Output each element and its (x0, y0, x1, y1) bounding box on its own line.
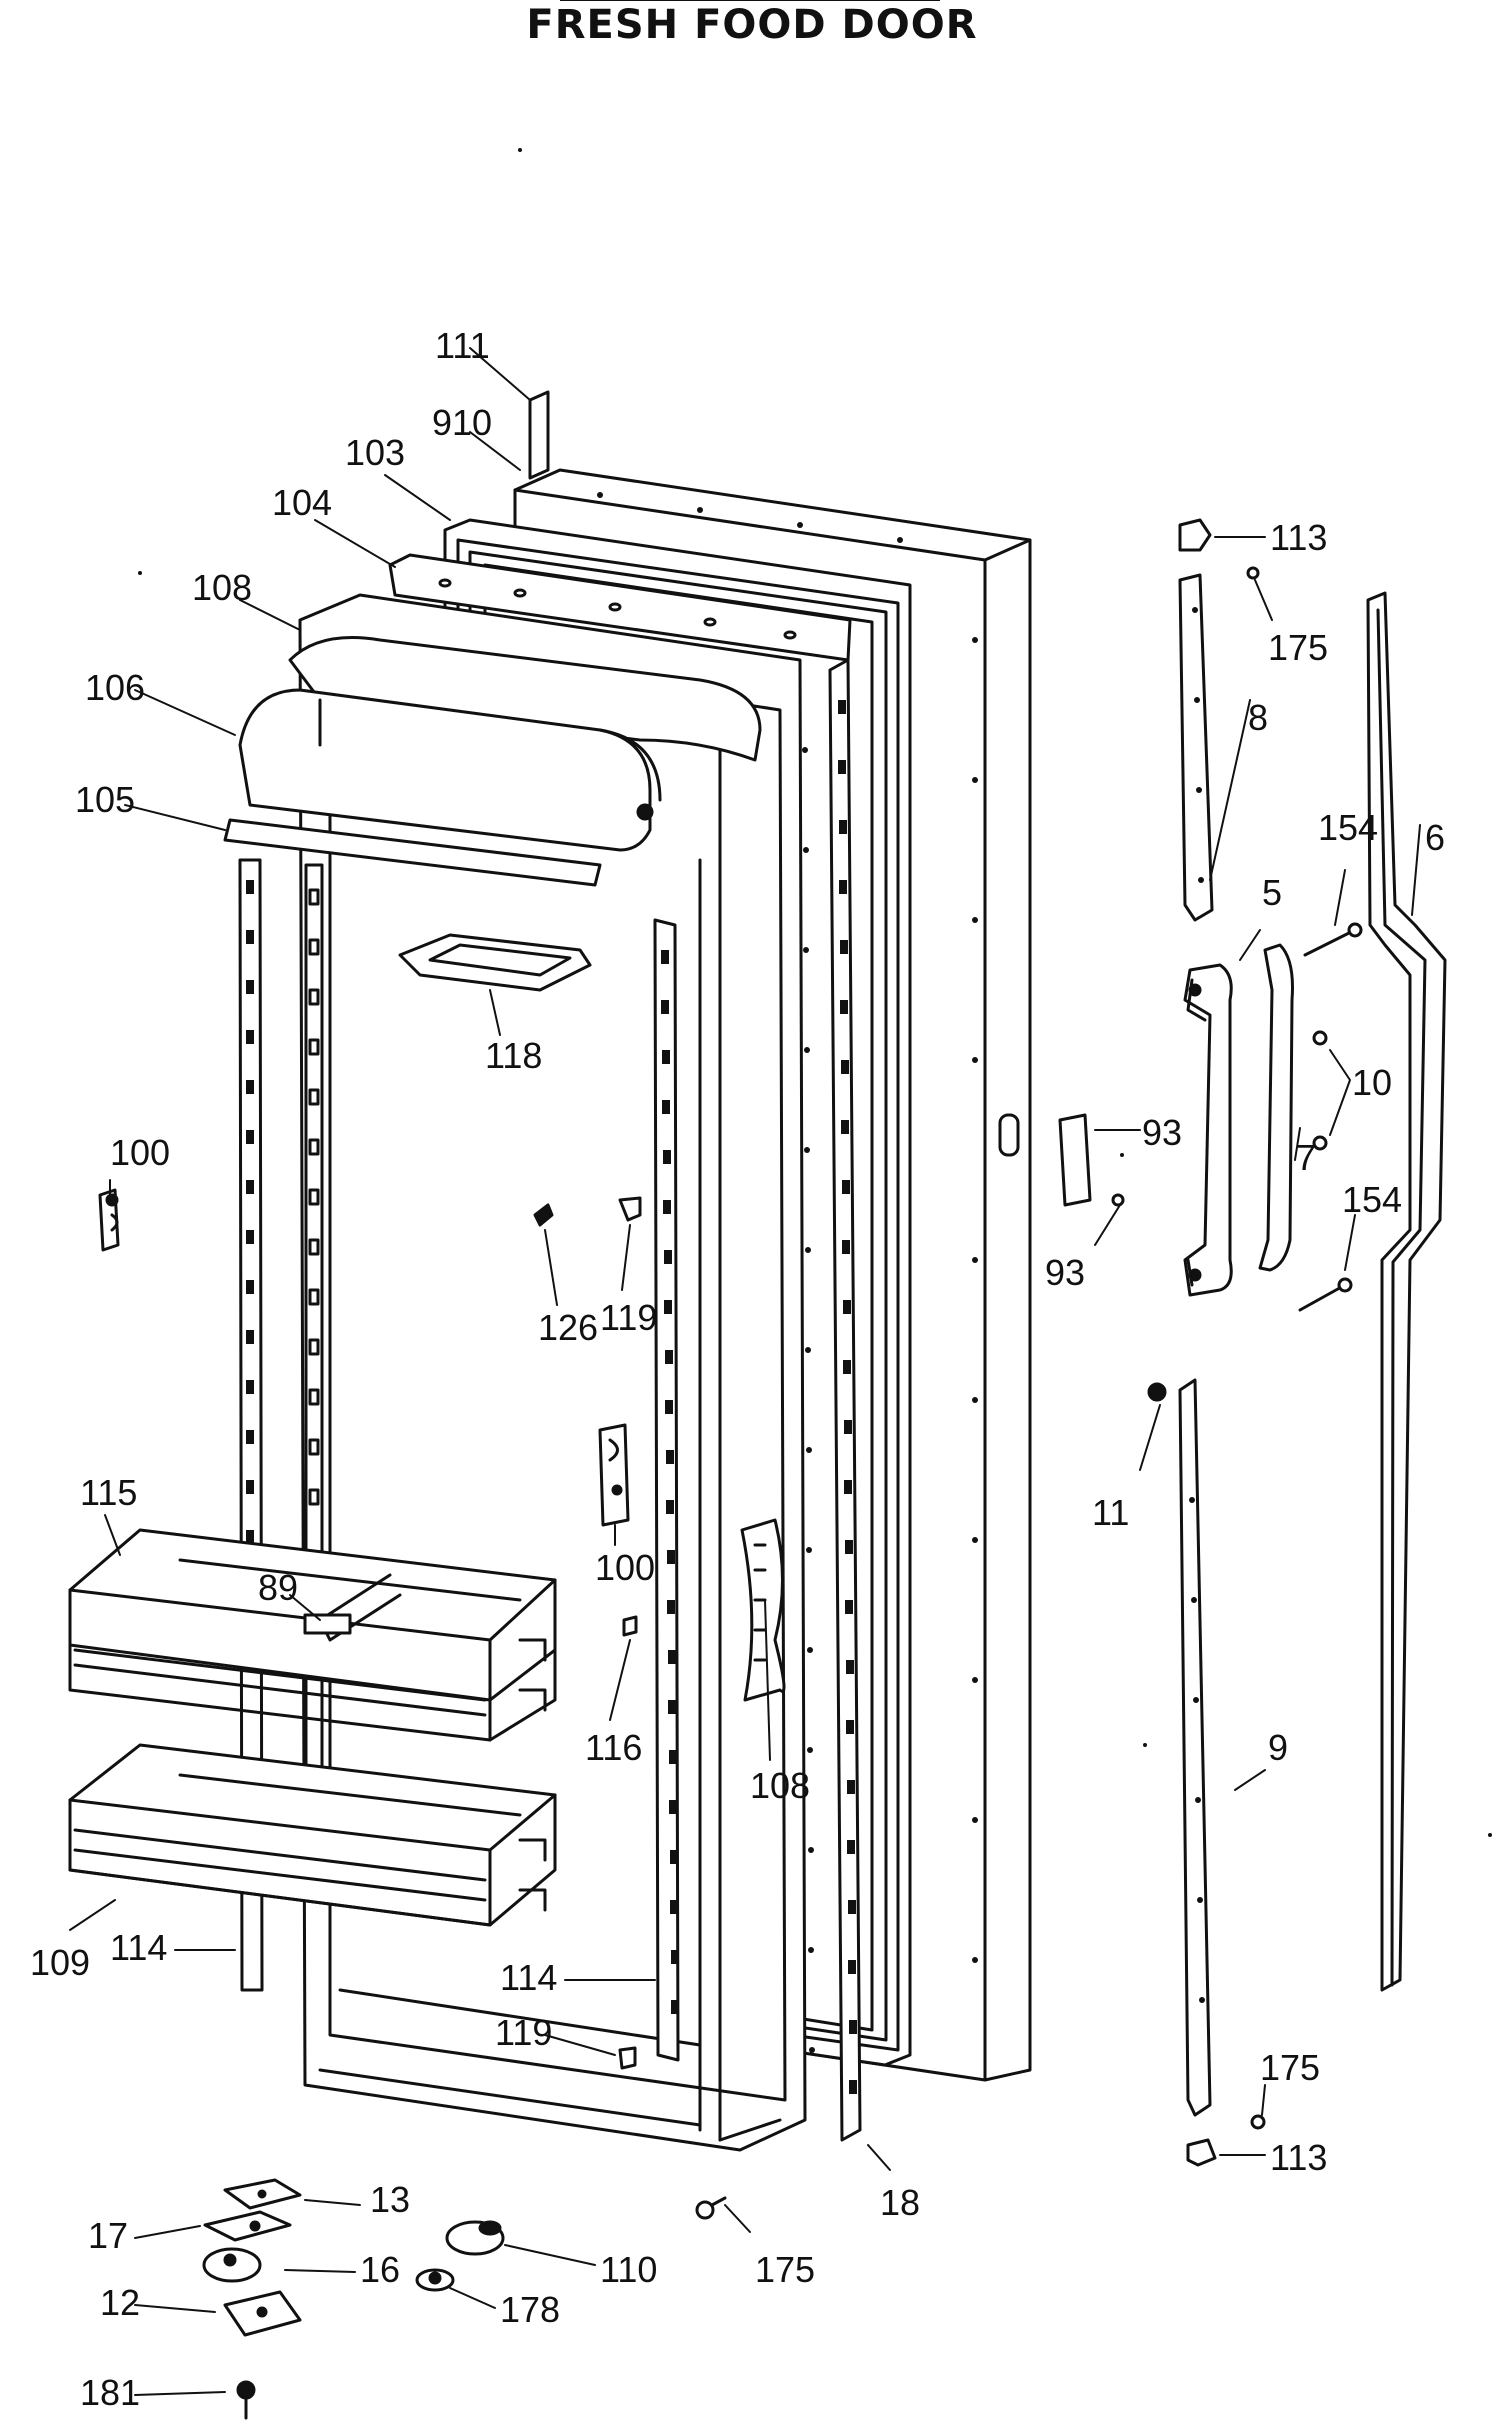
clip-126 (533, 1203, 554, 1227)
clip-116 (622, 1615, 638, 1637)
shim-13 (223, 2178, 302, 2210)
plate-17 (203, 2210, 292, 2242)
screw-175-top (1246, 566, 1260, 580)
callout-7: 7 (1296, 1137, 1316, 1178)
hinge-cap-113-bottom (1186, 2138, 1217, 2167)
dairy-compartment (223, 636, 762, 887)
callout-108-bottom: 108 (750, 1765, 810, 1806)
part-111 (528, 390, 550, 480)
scan-specks (138, 148, 1492, 1837)
callout-108-top: 108 (192, 567, 252, 608)
handle-insert-7 (1258, 943, 1294, 1272)
callout-126: 126 (538, 1307, 598, 1348)
title-cut-off-line (560, 0, 940, 10)
callout-100-left: 100 (110, 1132, 170, 1173)
bracket-118 (398, 933, 592, 992)
callout-116: 116 (585, 1727, 642, 1768)
callout-6: 6 (1425, 817, 1445, 858)
clip-119-top (618, 1196, 642, 1222)
leader-lines (69, 347, 1421, 2396)
callout-13: 13 (370, 2179, 410, 2220)
callout-111: 111 (435, 325, 490, 366)
callout-5: 5 (1262, 872, 1282, 913)
plate-93 (1058, 1113, 1125, 1207)
screws-10 (1312, 1030, 1328, 1151)
channel-8 (1178, 573, 1214, 922)
callout-154-bottom: 154 (1342, 1179, 1402, 1220)
callout-93-left: 93 (1045, 1252, 1085, 1293)
page-title: FRESH FOOD DOOR (526, 2, 978, 48)
washer-178 (415, 2268, 455, 2292)
callout-12: 12 (100, 2282, 140, 2323)
callout-181: 181 (80, 2372, 140, 2413)
callout-175-right: 175 (1260, 2047, 1320, 2088)
callout-114-center: 114 (500, 1957, 557, 1998)
top-trim-104 (388, 553, 852, 662)
hinge-cap-113-top (1178, 518, 1212, 552)
channel-9 (1178, 1378, 1212, 2117)
callout-110: 110 (600, 2249, 657, 2290)
clip-100-left (98, 1188, 120, 1252)
label-108 (740, 1518, 786, 1702)
callout-109: 109 (30, 1942, 90, 1983)
callout-17: 17 (88, 2215, 128, 2256)
callout-10: 10 (1352, 1062, 1392, 1103)
callout-119-bottom: 119 (495, 2012, 552, 2053)
callout-178: 178 (500, 2289, 560, 2330)
callout-175-top: 175 (1268, 627, 1328, 668)
callout-175-bottom: 175 (755, 2249, 815, 2290)
door-bin-109 (68, 1743, 557, 1927)
shelf-support-center (653, 918, 680, 2062)
cap-110 (445, 2220, 505, 2256)
callout-93-right: 93 (1142, 1112, 1182, 1153)
callout-106: 106 (85, 667, 145, 708)
callout-labels: 111 910 103 104 108 106 105 118 100 126 … (30, 325, 1445, 2413)
hinge-strip-18 (828, 658, 862, 2142)
callout-103: 103 (345, 432, 405, 473)
callout-89: 89 (258, 1567, 298, 1608)
callout-18: 18 (880, 2182, 920, 2223)
callout-119-top: 119 (600, 1297, 657, 1338)
callout-113-top: 113 (1270, 517, 1327, 558)
callout-114-left: 114 (110, 1927, 167, 1968)
callout-8: 8 (1248, 697, 1268, 738)
screw-175-right (1250, 2114, 1266, 2130)
callout-910: 910 (432, 402, 492, 443)
screw-154-bottom (1298, 1277, 1353, 1312)
callout-16: 16 (360, 2249, 400, 2290)
callout-154-top: 154 (1318, 807, 1378, 848)
callout-118: 118 (485, 1035, 542, 1076)
clip-100-center (598, 1423, 630, 1527)
callout-105: 105 (75, 779, 135, 820)
screw-154-top (1303, 922, 1363, 957)
handle-5 (1183, 963, 1233, 1297)
callout-104: 104 (272, 482, 332, 523)
callout-100-center: 100 (595, 1547, 655, 1588)
clip-119-bottom (618, 2046, 637, 2070)
callout-9: 9 (1268, 1727, 1288, 1768)
trim-6 (1366, 591, 1447, 1992)
callout-113-bottom: 113 (1270, 2137, 1327, 2178)
callout-11: 11 (1092, 1492, 1129, 1533)
screw-175-bottom (695, 2196, 727, 2220)
callout-115: 115 (80, 1472, 137, 1513)
screw-181 (236, 2380, 256, 2420)
plug-11 (1147, 1382, 1167, 1402)
hinge-bracket-12 (223, 2290, 302, 2337)
hinge-16 (202, 2247, 262, 2283)
